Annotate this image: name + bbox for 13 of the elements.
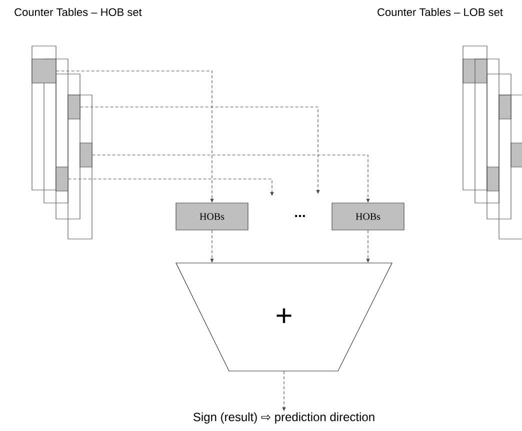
arrow	[68, 178, 274, 196]
title: Counter Tables – LOB set	[378, 8, 503, 16]
counter-cell	[32, 58, 56, 84]
result-text: Sign (result) ⇨ prediction direction	[193, 412, 374, 424]
hobs-box: HOBs	[176, 202, 248, 230]
counter-cell	[80, 142, 92, 168]
title: Counter Tables – HOB set	[14, 8, 142, 16]
counter-cell	[68, 94, 80, 120]
adder-trapezoid: +	[176, 262, 392, 372]
arrow	[80, 106, 320, 194]
hobs-box: HOBs	[332, 202, 404, 230]
ellipsis: ...	[295, 214, 305, 218]
counter-cell	[56, 166, 68, 192]
